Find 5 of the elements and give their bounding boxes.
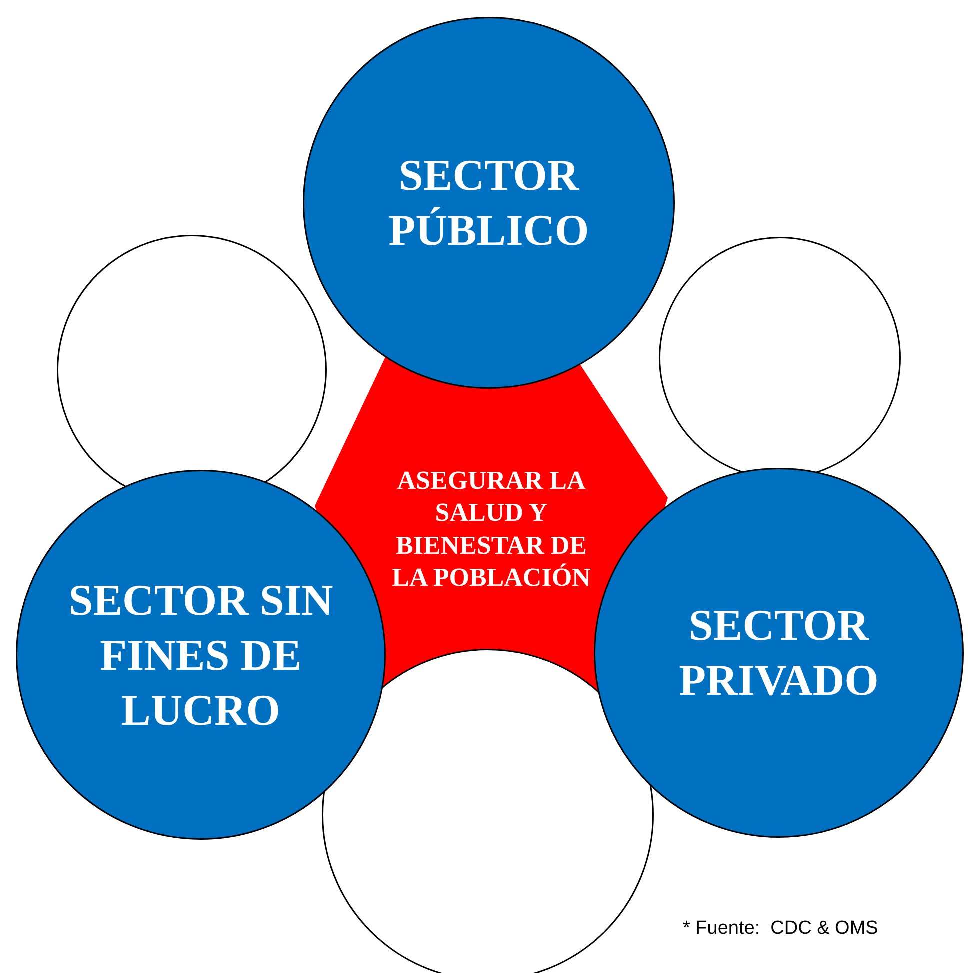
source-note: * Fuente: CDC & OMS	[683, 918, 878, 940]
node-label: SECTOR SIN FINES DE LUCRO	[68, 574, 334, 736]
node-label: SECTOR PRIVADO	[678, 600, 880, 707]
node-label: ASEGURAR LA SALUD Y BIENESTAR DE LA POBLACIÓN	[391, 464, 592, 594]
node-label: SECTOR PÚBLICO	[388, 150, 590, 257]
